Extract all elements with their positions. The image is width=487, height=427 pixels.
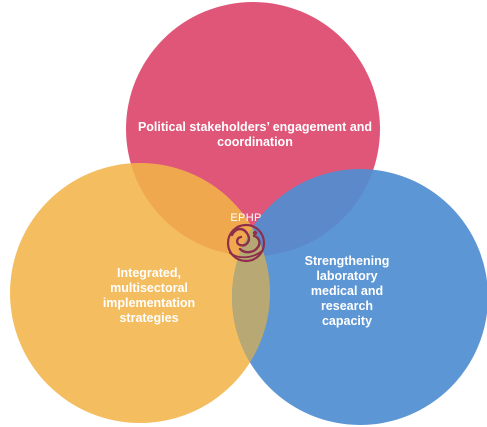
label-political-stakeholders: Political stakeholders’ engagement and c… bbox=[110, 120, 400, 150]
label-line: multisectoral bbox=[110, 281, 188, 295]
circle-integrated-strategies bbox=[10, 163, 270, 423]
label-line: coordination bbox=[217, 135, 293, 149]
label-line: strategies bbox=[119, 311, 179, 325]
label-line: Integrated, bbox=[117, 266, 181, 280]
label-line: research bbox=[320, 299, 374, 313]
label-line: capacity bbox=[321, 314, 373, 328]
label-integrated-strategies: Integrated, multisectoral implementation… bbox=[88, 266, 210, 326]
label-line: medical and bbox=[310, 284, 384, 298]
circle-laboratory-capacity bbox=[232, 169, 487, 425]
label-line: Political stakeholders’ engagement and bbox=[137, 120, 373, 134]
label-laboratory-capacity: Strengthening laboratory medical and res… bbox=[290, 254, 404, 329]
label-line: laboratory bbox=[316, 269, 378, 283]
label-line: Strengthening bbox=[304, 254, 390, 268]
label-line: implementation bbox=[102, 296, 196, 310]
ephp-logo-icon bbox=[226, 223, 266, 263]
center-label-ephp: EPHP bbox=[230, 212, 262, 224]
